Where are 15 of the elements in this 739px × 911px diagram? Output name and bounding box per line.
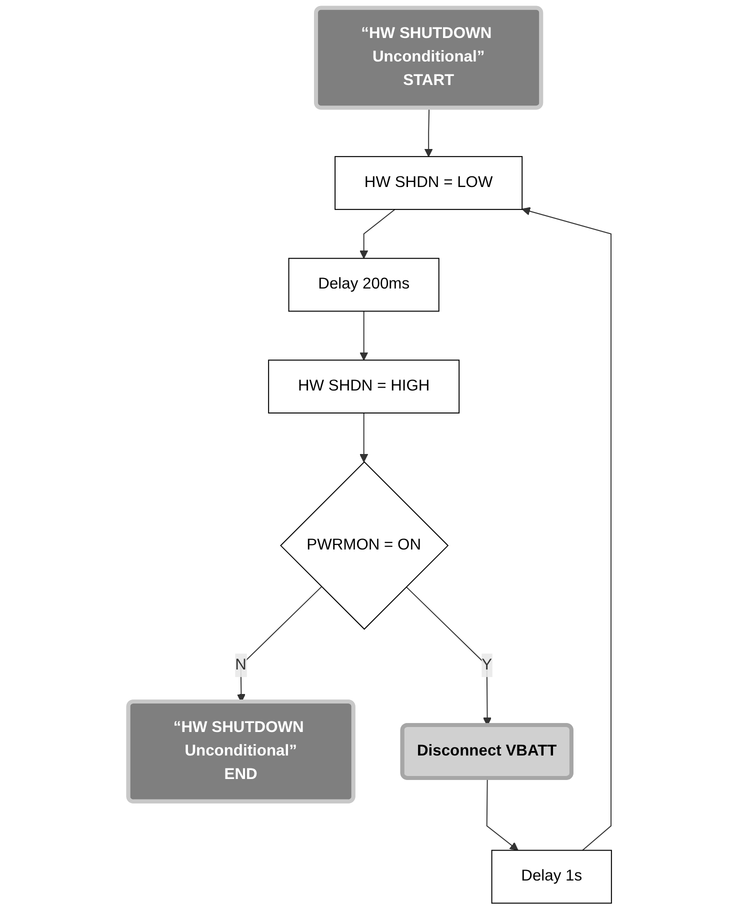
- arrow: [486, 778, 518, 851]
- node-diamond: PWRMON = ON: [280, 461, 448, 630]
- edge-label: Y: [481, 656, 492, 674]
- node-box: HW SHDN = HIGH: [268, 360, 460, 414]
- arrow: [521, 207, 612, 851]
- node-box: HW SHDN = LOW: [334, 156, 522, 210]
- node-box: Delay 200ms: [288, 258, 440, 312]
- node-box: Delay 1s: [490, 850, 612, 904]
- arrow: [236, 586, 322, 702]
- edge-label: N: [234, 656, 246, 674]
- arrow: [424, 108, 433, 157]
- arrow: [359, 412, 368, 462]
- arrow: [359, 310, 368, 361]
- arrow: [359, 208, 396, 259]
- arrow: [405, 586, 492, 726]
